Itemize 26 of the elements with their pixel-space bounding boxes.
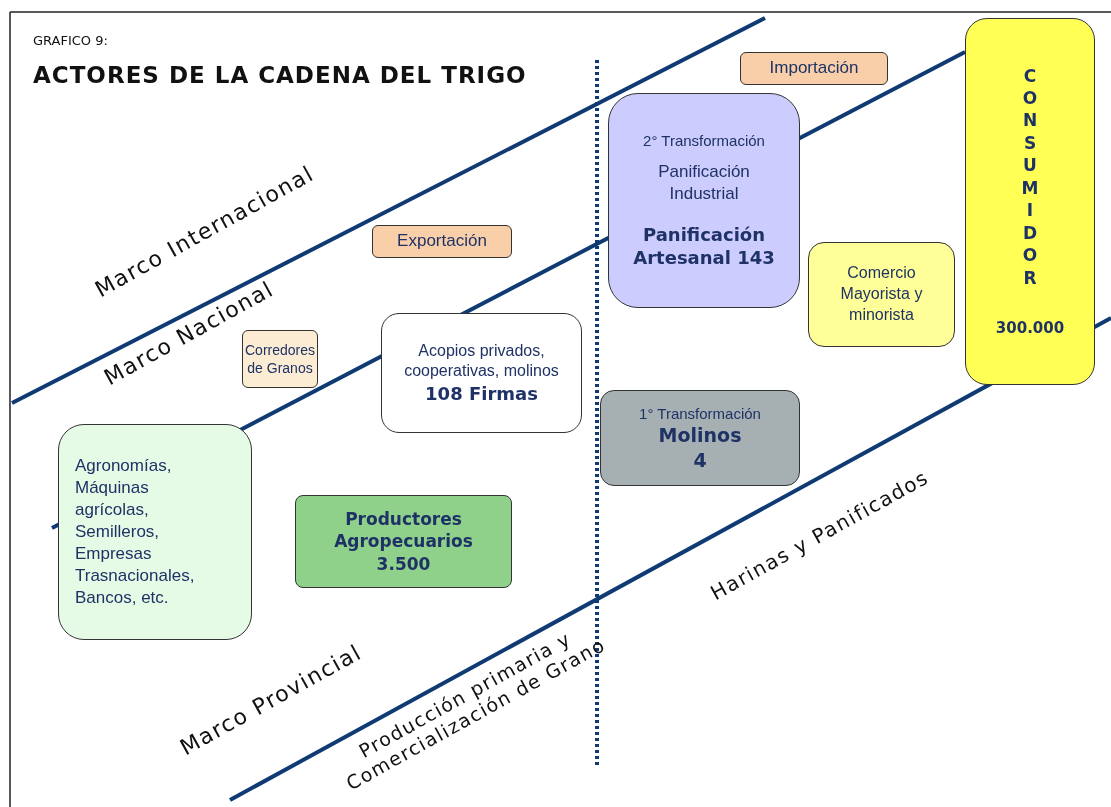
node-text: Corredores de Granos: [245, 341, 316, 378]
node-text: 1° Transformación: [639, 403, 761, 424]
actor-box: [58, 424, 252, 640]
node-text: Importación: [769, 57, 859, 80]
producer-box: [295, 495, 512, 588]
node-text: Acopios privados, cooperativas, molinos: [403, 340, 560, 382]
title: ACTORES DE LA CADENA DEL TRIGO: [33, 62, 527, 88]
node-text: Agronomías, Máquinas agrícolas, Semilleros, Empresas Trasnacionales, Bancos, etc.: [75, 454, 196, 610]
process-box: [608, 93, 800, 308]
node-text: Exportación: [397, 230, 487, 253]
node-text: Productores Agropecuarios 3.500: [333, 508, 474, 575]
actor-box: [381, 313, 582, 433]
node-text: CONSUMIDOR: [1021, 64, 1039, 289]
actor-box: [808, 242, 955, 347]
node-text: Comercio Mayorista y minorista: [839, 263, 924, 325]
node-text: Panificación Industrial: [657, 160, 751, 205]
process-box: [600, 390, 800, 486]
consumer-box: [965, 18, 1095, 385]
figure-number: GRAFICO 9:: [33, 34, 108, 49]
node-text: 300.000: [995, 318, 1065, 339]
node-text: 2° Transformación: [643, 131, 765, 151]
node-text: Panificación Artesanal 143: [632, 222, 776, 270]
trade-box: [740, 52, 888, 85]
node-text: Molinos 4: [657, 423, 743, 473]
node-text: 108 Firmas: [425, 382, 538, 406]
trade-box: [372, 225, 512, 258]
